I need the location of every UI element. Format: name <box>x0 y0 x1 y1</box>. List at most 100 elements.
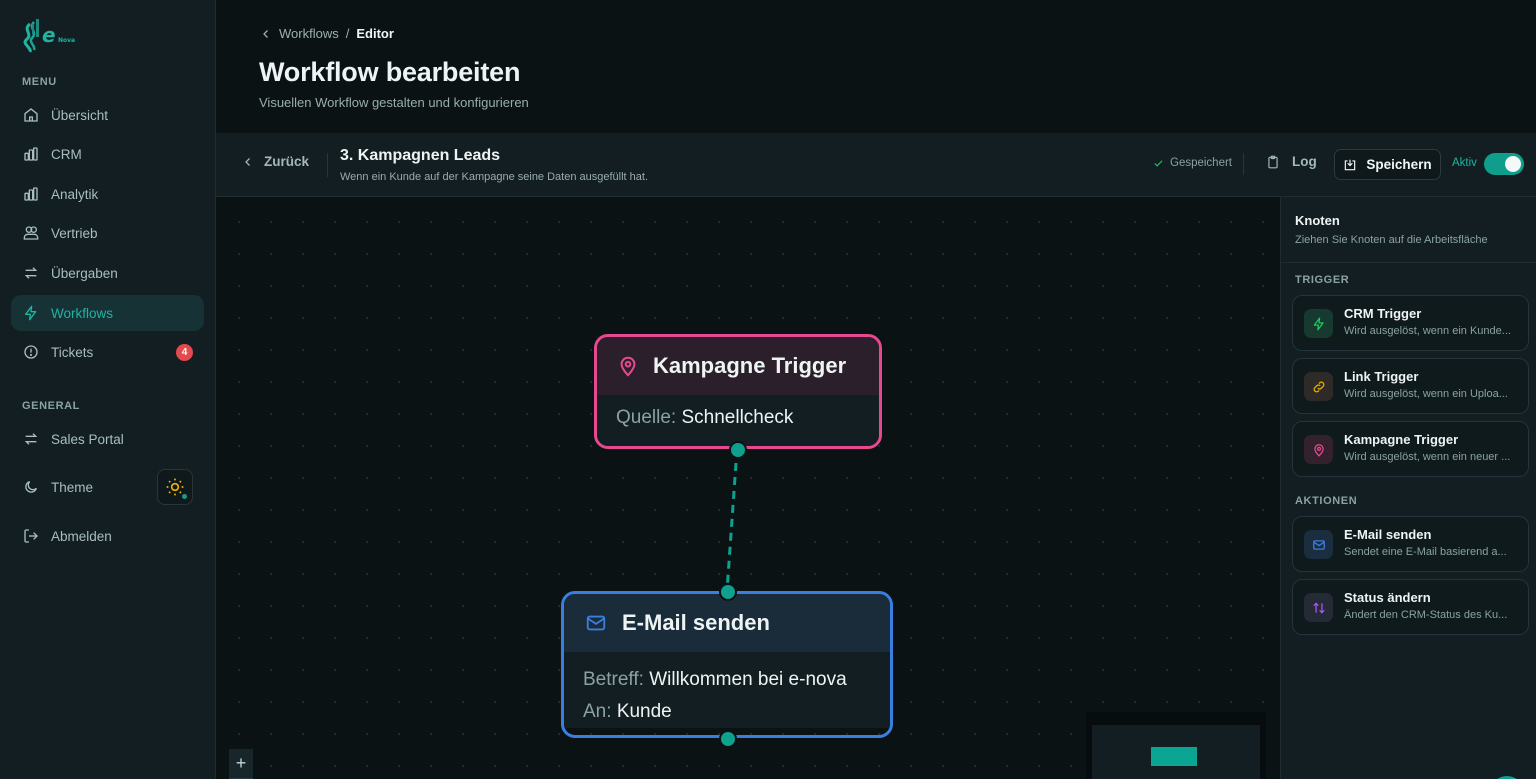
save-button-label: Speichern <box>1366 157 1432 172</box>
page-subtitle: Visuellen Workflow gestalten und konfigu… <box>259 95 529 110</box>
arrows-swap-icon <box>22 264 40 282</box>
sidebar-item-uebersicht[interactable]: Übersicht <box>11 97 204 133</box>
active-toggle[interactable] <box>1484 153 1524 175</box>
sidebar-item-workflows[interactable]: Workflows <box>11 295 204 331</box>
palette-crm-trigger[interactable]: CRM Trigger Wird ausgelöst, wenn ein Kun… <box>1292 295 1529 351</box>
save-button[interactable]: Speichern <box>1334 149 1441 180</box>
palette-link-trigger[interactable]: Link Trigger Wird ausgelöst, wenn ein Up… <box>1292 358 1529 414</box>
palette-card-title: E-Mail senden <box>1344 527 1432 542</box>
sidebar-item-label: Vertrieb <box>51 225 98 241</box>
moon-icon <box>22 478 40 496</box>
sidebar-item-uebergaben[interactable]: Übergaben <box>11 255 204 291</box>
node-field: An: Kunde <box>583 696 890 728</box>
log-button[interactable]: Log <box>1266 154 1317 169</box>
arrows-swap-icon <box>22 430 40 448</box>
sidebar-item-crm[interactable]: CRM <box>11 136 204 172</box>
sidebar-item-sales-portal[interactable]: Sales Portal <box>11 421 204 457</box>
mail-icon <box>1304 530 1333 559</box>
palette-card-title: Status ändern <box>1344 590 1431 605</box>
sidebar: e Nova MENU Übersicht CRM Analytik Vertr… <box>0 0 216 779</box>
sidebar-item-label: CRM <box>51 146 82 162</box>
sidebar-item-label: Workflows <box>51 305 114 321</box>
workflow-canvas[interactable]: Kampagne Trigger Quelle: Schnellcheck E-… <box>216 197 1280 779</box>
minimap[interactable] <box>1086 712 1266 779</box>
clipboard-icon <box>1268 155 1278 168</box>
panel-subtitle: Ziehen Sie Knoten auf die Arbeitsfläche <box>1295 234 1488 246</box>
palette-kampagne-trigger[interactable]: Kampagne Trigger Wird ausgelöst, wenn ei… <box>1292 421 1529 477</box>
toggle-knob <box>1505 156 1521 172</box>
chevron-left-icon[interactable] <box>260 28 272 40</box>
arrows-up-down-icon <box>1304 593 1333 622</box>
workflow-description: Wenn ein Kunde auf der Kampagne seine Da… <box>340 171 649 183</box>
node-palette-panel: Knoten Ziehen Sie Knoten auf die Arbeits… <box>1280 197 1536 779</box>
node-output-handle[interactable] <box>719 730 737 748</box>
workflow-name: 3. Kampagnen Leads <box>340 147 501 164</box>
sidebar-item-label: Tickets <box>51 344 94 360</box>
palette-card-title: Kampagne Trigger <box>1344 432 1459 447</box>
status-dot <box>182 494 187 499</box>
sidebar-item-label: Abmelden <box>51 528 112 544</box>
theme-toggle-button[interactable] <box>157 469 193 505</box>
floating-action-button[interactable] <box>1490 776 1524 779</box>
palette-email-senden[interactable]: E-Mail senden Sendet eine E-Mail basiere… <box>1292 516 1529 572</box>
node-field: Betreff: Willkommen bei e-nova <box>583 664 890 696</box>
sidebar-item-abmelden[interactable]: Abmelden <box>11 518 204 554</box>
sidebar-item-vertrieb[interactable]: Vertrieb <box>11 215 204 251</box>
sidebar-item-analytik[interactable]: Analytik <box>11 176 204 212</box>
palette-card-desc: Sendet eine E-Mail basierend a... <box>1344 546 1507 558</box>
field-value: Willkommen bei e-nova <box>649 669 847 690</box>
breadcrumb: Workflows / Editor <box>260 26 394 41</box>
svg-text:Nova: Nova <box>58 37 75 44</box>
page-title: Workflow bearbeiten <box>259 57 521 87</box>
sidebar-item-theme: Theme <box>11 469 204 505</box>
lightning-icon <box>1304 309 1333 338</box>
palette-card-desc: Wird ausgelöst, wenn ein Kunde... <box>1344 325 1511 337</box>
actions-section-label: AKTIONEN <box>1295 495 1358 507</box>
minimap-node <box>1151 747 1197 766</box>
node-body: Betreff: Willkommen bei e-nova An: Kunde <box>564 652 890 728</box>
chevron-left-icon <box>245 157 250 166</box>
map-pin-icon <box>1304 435 1333 464</box>
palette-status-aendern[interactable]: Status ändern Ändert den CRM-Status des … <box>1292 579 1529 635</box>
node-email-senden[interactable]: E-Mail senden Betreff: Willkommen bei e-… <box>561 591 893 738</box>
sidebar-item-tickets[interactable]: Tickets 4 <box>11 334 204 370</box>
edge-connection[interactable] <box>216 197 1280 779</box>
bar-chart-icon <box>22 185 40 203</box>
sun-icon <box>166 478 184 496</box>
brand-logo[interactable]: e Nova <box>20 16 80 56</box>
node-input-handle[interactable] <box>719 583 737 601</box>
breadcrumb-workflows-link[interactable]: Workflows <box>279 26 339 41</box>
editor-toolbar: Zurück 3. Kampagnen Leads Wenn ein Kunde… <box>216 133 1536 197</box>
zoom-in-button[interactable]: + <box>229 749 253 779</box>
home-icon <box>22 106 40 124</box>
alert-circle-icon <box>22 343 40 361</box>
panel-header: Knoten Ziehen Sie Knoten auf die Arbeits… <box>1281 197 1536 263</box>
back-button[interactable]: Zurück <box>242 154 309 169</box>
back-button-label: Zurück <box>264 154 310 169</box>
active-toggle-label: Aktiv <box>1452 157 1477 169</box>
sidebar-item-label: Übergaben <box>51 265 118 281</box>
general-section-label: GENERAL <box>22 400 80 412</box>
sidebar-item-label: Sales Portal <box>51 431 124 447</box>
field-key: Betreff: <box>583 669 644 690</box>
node-output-handle[interactable] <box>729 441 747 459</box>
node-title: E-Mail senden <box>622 610 770 635</box>
save-status: Gespeichert <box>1153 157 1232 169</box>
logout-icon <box>22 527 40 545</box>
sidebar-item-label: Übersicht <box>51 107 109 123</box>
palette-card-desc: Wird ausgelöst, wenn ein Uploa... <box>1344 388 1508 400</box>
palette-card-title: CRM Trigger <box>1344 306 1422 321</box>
lightning-icon <box>22 304 40 322</box>
mail-icon <box>586 615 606 631</box>
node-kampagne-trigger[interactable]: Kampagne Trigger Quelle: Schnellcheck <box>594 334 882 449</box>
breadcrumb-current: Editor <box>356 26 394 41</box>
trigger-section-label: TRIGGER <box>1295 274 1350 286</box>
field-key: Quelle: <box>616 407 677 428</box>
map-pin-icon <box>620 356 636 377</box>
menu-section-label: MENU <box>22 76 57 88</box>
divider <box>1243 153 1244 175</box>
sidebar-item-label: Analytik <box>51 186 99 202</box>
page-header: Workflows / Editor Workflow bearbeiten V… <box>216 0 1536 133</box>
field-value: Schnellcheck <box>681 407 794 428</box>
save-download-icon <box>1345 159 1356 170</box>
